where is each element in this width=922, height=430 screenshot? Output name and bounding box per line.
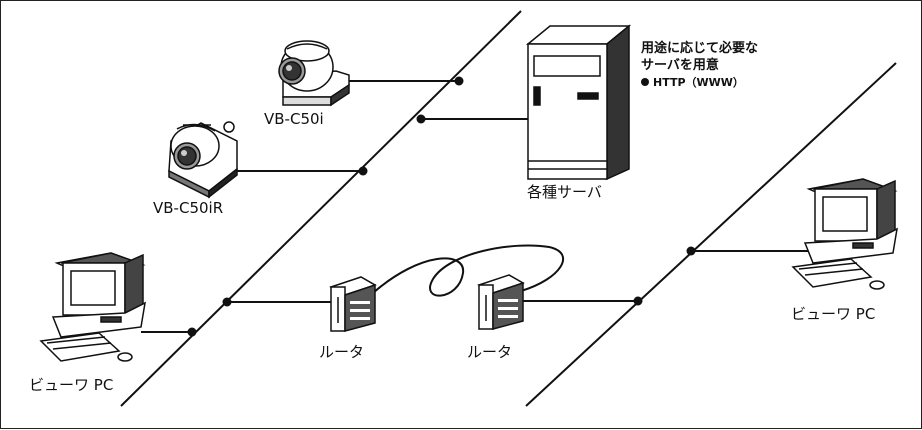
server-note: 用途に応じて必要な サーバを用意 HTTP（WWW） — [641, 40, 758, 91]
server-note-protocol: HTTP（WWW） — [641, 74, 758, 91]
wan-link — [373, 245, 563, 295]
camera-vb-c50ir-icon — [169, 122, 237, 197]
camera-vb-c50i-icon — [279, 41, 349, 105]
server-note-line-2: サーバを用意 — [641, 57, 758, 74]
server-note-protocol-text: HTTP（WWW） — [653, 76, 744, 89]
viewer-pc-left-icon — [41, 253, 145, 361]
bullet-icon — [641, 78, 649, 86]
server-tower-icon — [528, 26, 629, 179]
viewer-pc-right-icon — [793, 179, 897, 289]
label-camera-vb-c50ir: VB-C50iR — [153, 201, 223, 216]
label-viewer-pc-right: ビューワ PC — [791, 307, 875, 322]
server-note-line-1: 用途に応じて必要な — [641, 40, 758, 57]
label-camera-vb-c50i: VB-C50i — [264, 112, 324, 127]
label-viewer-pc-left: ビューワ PC — [29, 378, 113, 393]
label-server: 各種サーバ — [527, 185, 602, 200]
router-left-icon — [331, 277, 375, 331]
label-router-right: ルータ — [467, 345, 512, 360]
label-router-left: ルータ — [319, 345, 364, 360]
router-right-icon — [479, 275, 523, 329]
